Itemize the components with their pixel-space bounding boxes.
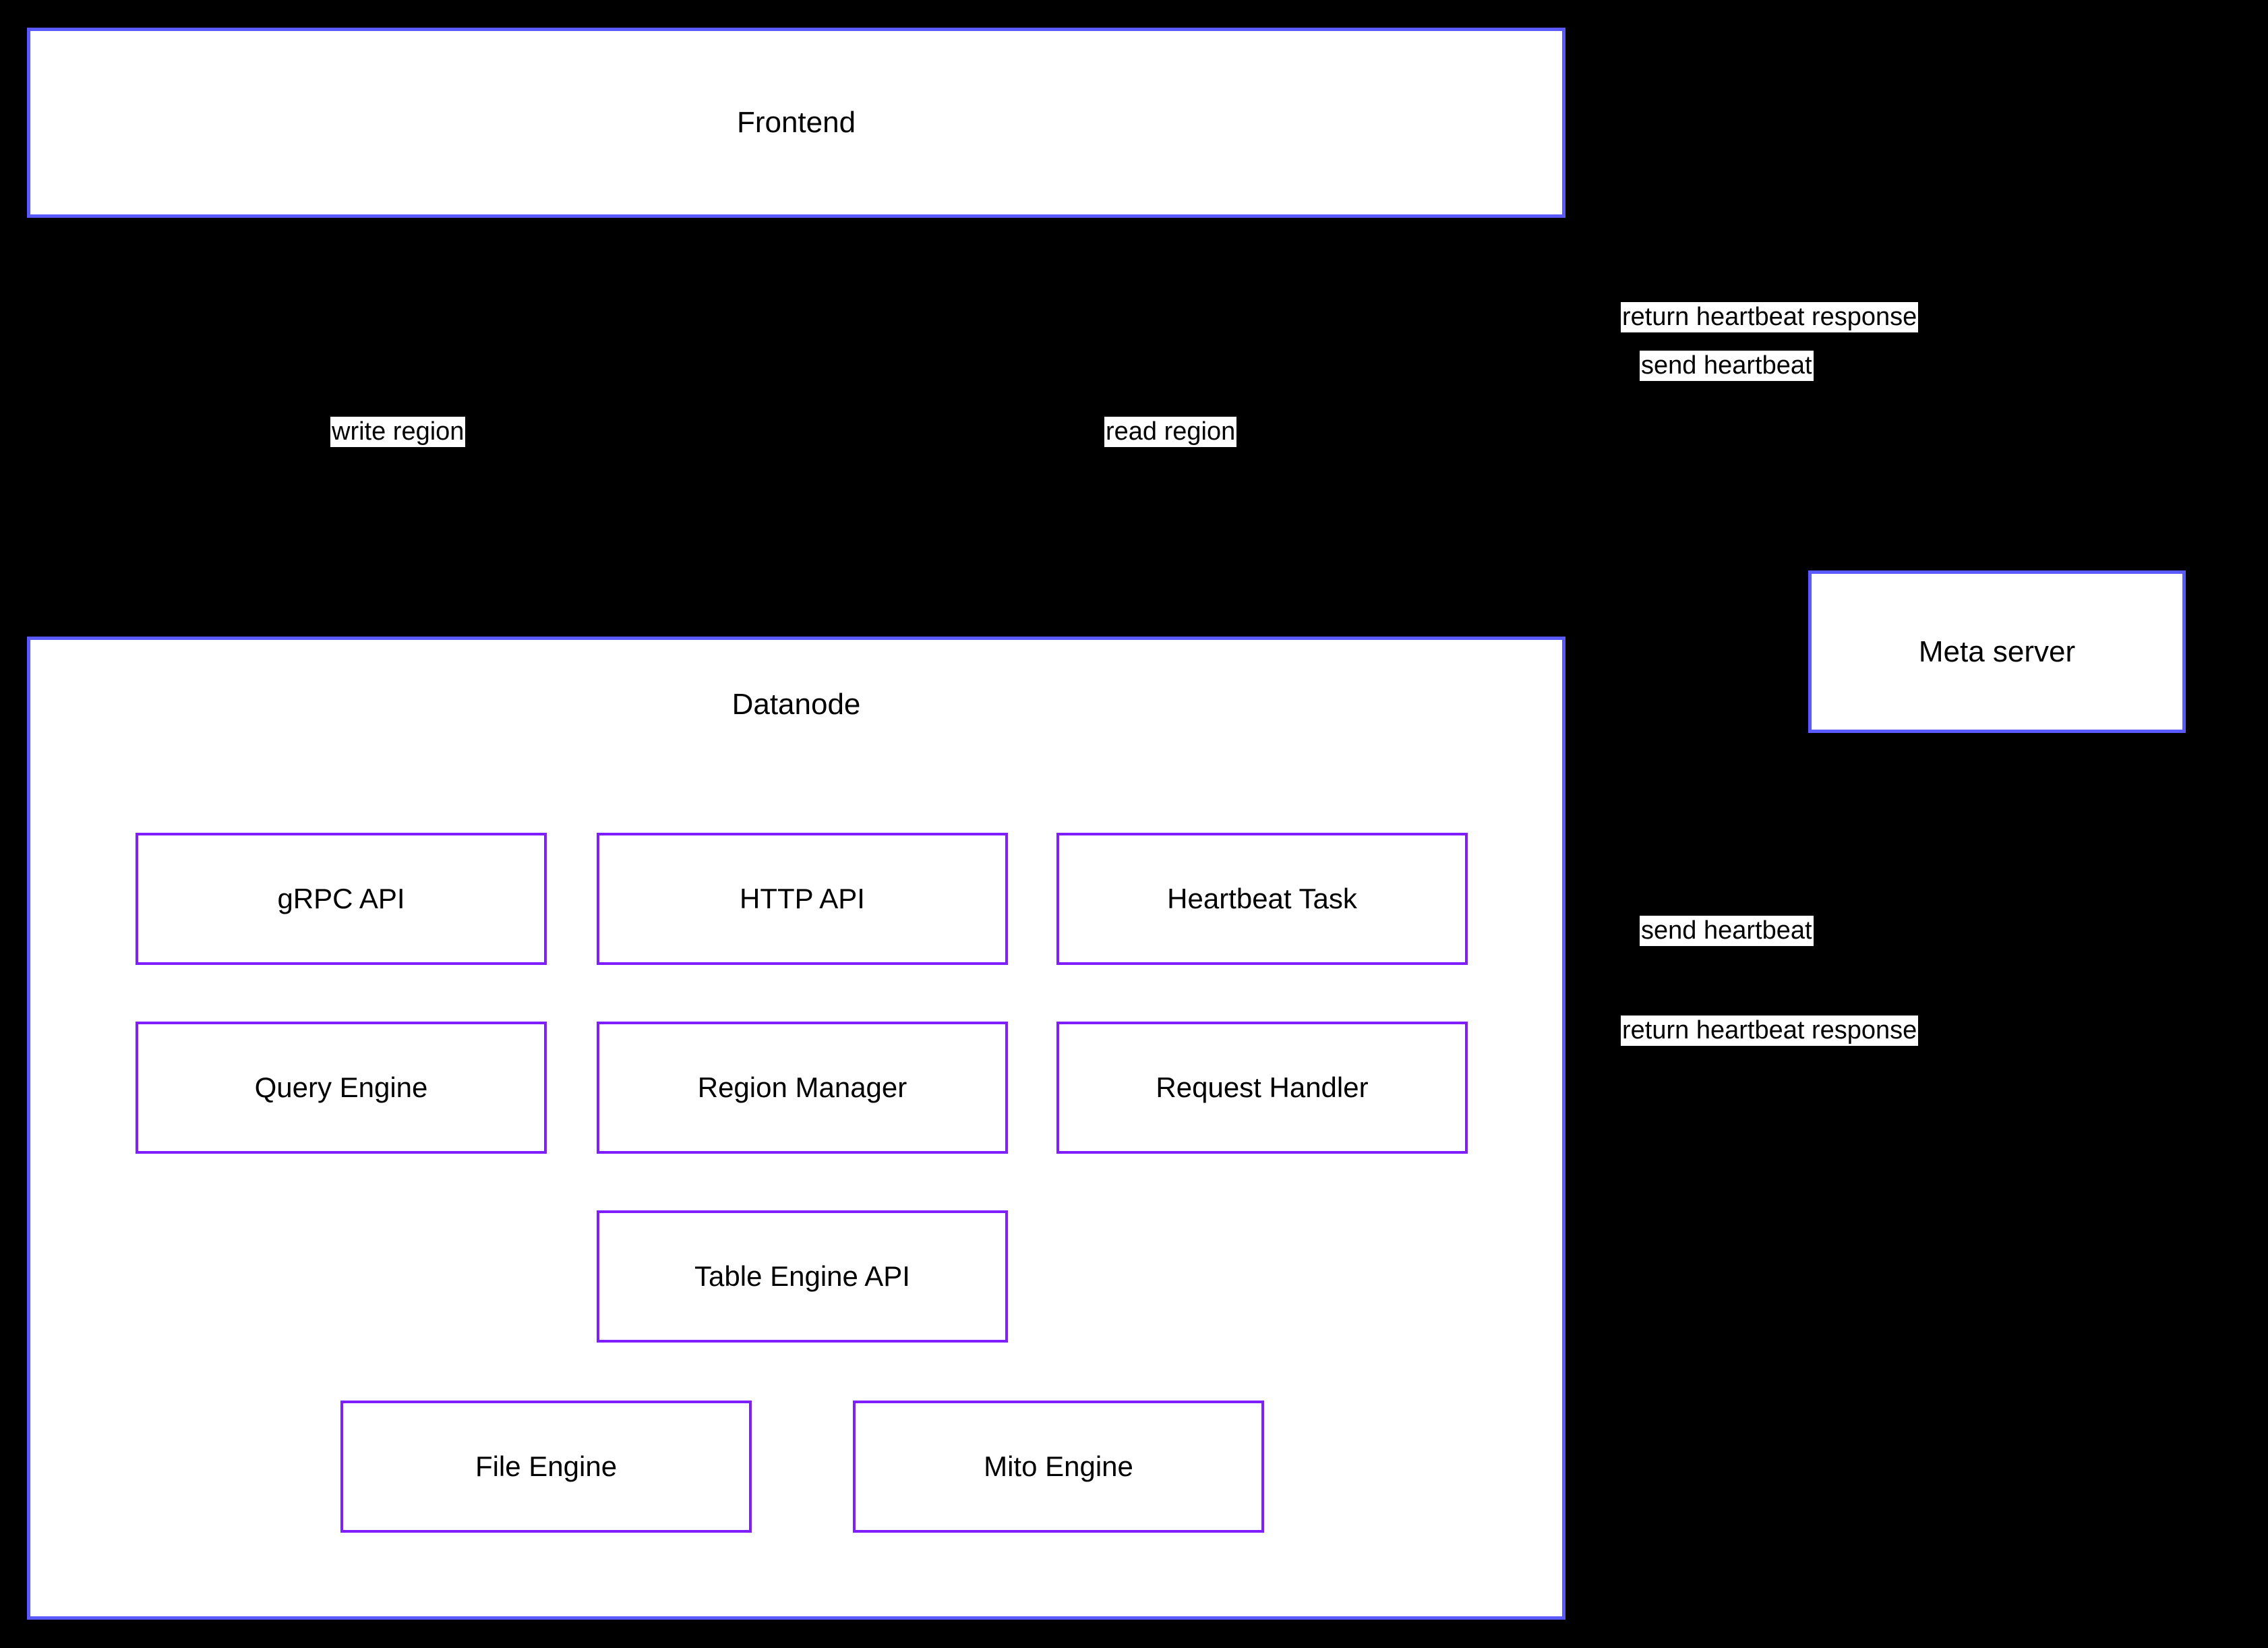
edge-label-frontend-return-heartbeat-response: return heartbeat response xyxy=(1621,302,1919,332)
node-mito-engine-label: Mito Engine xyxy=(984,1450,1133,1482)
edge-label-read-region: read region xyxy=(1104,417,1237,447)
edge-datanode-send-heartbeat-origin-tick xyxy=(1565,1125,1580,1140)
edge-datanode-return-heartbeat-response-arrowhead xyxy=(1565,1326,1586,1342)
node-file-engine[interactable]: File Engine xyxy=(340,1401,752,1533)
node-request-handler[interactable]: Request Handler xyxy=(1056,1022,1468,1154)
edge-label-frontend-send-heartbeat: send heartbeat xyxy=(1640,351,1814,381)
node-heartbeat-task-label: Heartbeat Task xyxy=(1167,883,1357,914)
edge-label-datanode-send-heartbeat: send heartbeat xyxy=(1640,916,1814,946)
node-file-engine-label: File Engine xyxy=(475,1450,618,1482)
node-table-engine-api-label: Table Engine API xyxy=(694,1260,910,1292)
node-http-api-label: HTTP API xyxy=(740,883,865,914)
node-meta-server-label: Meta server xyxy=(1918,635,2076,668)
node-mito-engine[interactable]: Mito Engine xyxy=(853,1401,1264,1533)
edge-label-datanode-return-heartbeat-response: return heartbeat response xyxy=(1621,1016,1919,1046)
node-table-engine-api[interactable]: Table Engine API xyxy=(597,1210,1008,1343)
node-heartbeat-task[interactable]: Heartbeat Task xyxy=(1056,833,1468,965)
node-query-engine-label: Query Engine xyxy=(254,1071,428,1103)
node-frontend[interactable]: Frontend xyxy=(27,28,1565,218)
edge-datanode-send-heartbeat-arrowhead-meta xyxy=(1910,733,1926,753)
edge-frontend-send-heartbeat-arrowhead xyxy=(2021,550,2037,570)
node-query-engine[interactable]: Query Engine xyxy=(136,1022,547,1154)
node-datanode-label: Datanode xyxy=(732,688,861,721)
node-frontend-label: Frontend xyxy=(736,106,856,139)
node-datanode[interactable]: Datanode gRPC API HTTP API Heartbeat Tas… xyxy=(27,637,1565,1620)
node-http-api[interactable]: HTTP API xyxy=(597,833,1008,965)
node-grpc-api-label: gRPC API xyxy=(277,883,405,914)
node-meta-server[interactable]: Meta server xyxy=(1808,570,2186,733)
edge-label-write-region: write region xyxy=(330,417,466,447)
node-region-manager[interactable]: Region Manager xyxy=(597,1022,1008,1154)
node-request-handler-label: Request Handler xyxy=(1156,1071,1369,1103)
node-region-manager-label: Region Manager xyxy=(697,1071,907,1103)
node-grpc-api[interactable]: gRPC API xyxy=(136,833,547,965)
